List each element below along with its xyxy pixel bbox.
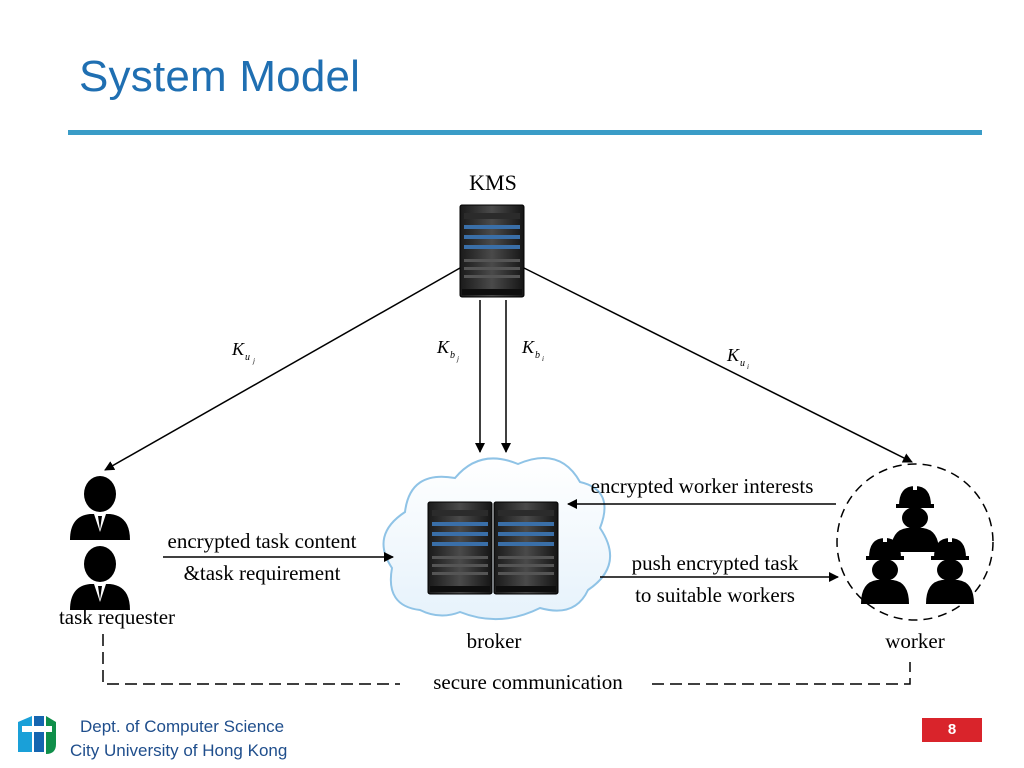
svg-text:b: b [535,350,540,361]
kms-label: KMS [469,170,517,195]
svg-text:K: K [436,337,450,357]
university-logo-icon [18,716,56,754]
svg-text:j: j [456,355,459,363]
broker-label: broker [467,629,522,653]
svg-text:u: u [245,352,250,363]
suitable-workers-label: to suitable workers [635,583,795,607]
worker-interests-label: encrypted worker interests [591,474,814,498]
svg-text:i: i [747,363,749,371]
svg-text:K: K [231,339,245,359]
worker-label: worker [885,629,944,653]
task-content-label: encrypted task content [168,529,357,553]
task-requester-label: task requester [59,605,175,629]
key-label-bj: K b j [436,337,459,363]
task-requirement-label: &task requirement [184,561,341,585]
broker-server-icon [493,501,559,595]
svg-text:b: b [450,350,455,361]
secure-link-right [652,662,911,685]
svg-text:j: j [252,357,255,365]
requester-person-icon [70,476,130,540]
requester-person-icon [70,546,130,610]
svg-text:K: K [726,345,740,365]
push-task-label: push encrypted task [632,551,799,575]
worker-group-boundary [836,463,994,621]
secure-link-left [102,634,400,685]
key-label-uj: K u j [231,339,255,365]
page-title: System Model [79,52,361,101]
svg-text:K: K [521,337,535,357]
kms-to-worker-arrow [523,267,913,463]
svg-text:u: u [740,358,745,369]
broker-server-icon [427,501,493,595]
footer-department: Dept. of Computer Science [80,717,285,736]
kms-server-icon [459,204,525,298]
svg-text:i: i [542,355,544,363]
worker-helmet-icon [891,484,939,552]
title-divider [68,130,982,135]
key-label-bi: K b i [521,337,544,363]
secure-communication-label: secure communication [433,670,623,694]
footer-university: City University of Hong Kong [70,741,288,760]
page-number-badge: 8 [922,718,982,742]
key-label-ui: K u i [726,345,749,371]
kms-to-requester-arrow [104,267,461,471]
